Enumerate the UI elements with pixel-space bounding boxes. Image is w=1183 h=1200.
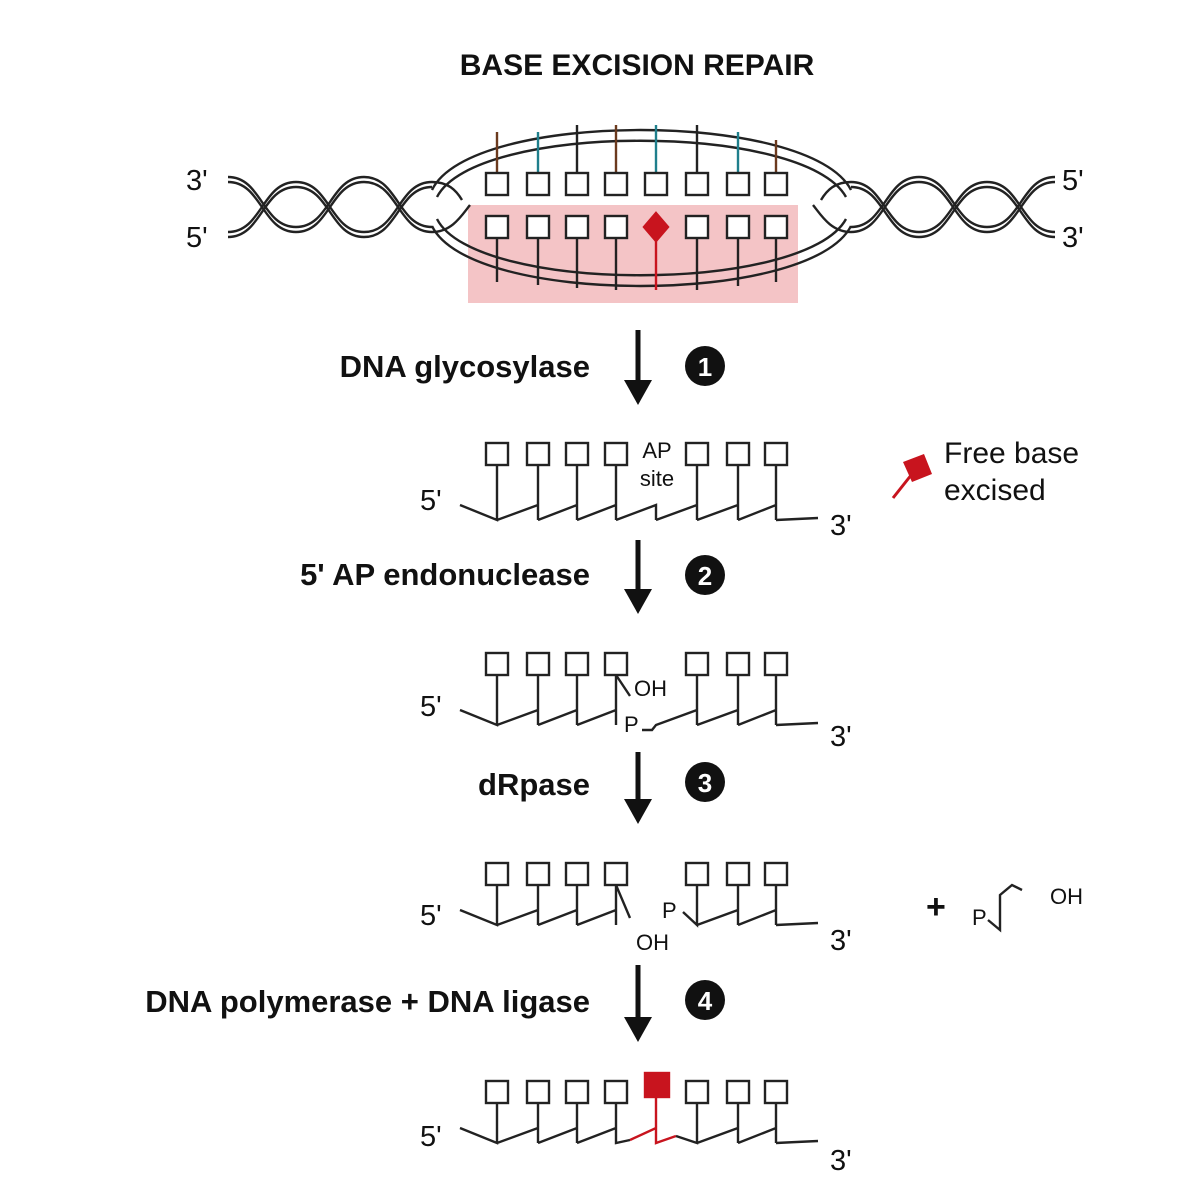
ap-site-label-line2: site xyxy=(640,466,674,491)
strand2-three-prime: 3' xyxy=(830,721,852,753)
step-2-number: 2 xyxy=(698,561,712,591)
strand3-three-prime: 3' xyxy=(830,925,852,957)
repair-bubble xyxy=(430,128,853,288)
step-4-arrow xyxy=(624,965,652,1042)
step-3-arrow xyxy=(624,752,652,824)
strand-repaired xyxy=(459,1071,819,1145)
free-base-label-line2: excised xyxy=(944,474,1046,507)
step-2-arrow xyxy=(624,540,652,614)
strand1-five-prime: 5' xyxy=(420,485,442,517)
step-2: 5' AP endonuclease 2 xyxy=(300,540,725,614)
byproduct-p-label: P xyxy=(972,905,987,930)
strand3-five-prime: 5' xyxy=(420,900,442,932)
step-2-badge xyxy=(685,555,725,595)
free-base-icon xyxy=(891,454,932,499)
step-3-enzyme: dRpase xyxy=(478,767,590,802)
new-correct-base xyxy=(643,1071,671,1099)
ap-site-label-line1: AP xyxy=(642,438,671,463)
byproduct-plus: + xyxy=(926,888,946,926)
step-1-number: 1 xyxy=(698,352,712,382)
strand2-five-prime: 5' xyxy=(420,691,442,723)
strand-gapped xyxy=(459,861,819,928)
step-3-badge xyxy=(685,762,725,802)
duplex-left-bottom-end: 5' xyxy=(186,222,208,254)
byproduct-oh-label: OH xyxy=(1050,884,1083,909)
strand1-three-prime: 3' xyxy=(830,510,852,542)
duplex-right-bottom-end: 3' xyxy=(1062,222,1084,254)
step-2-enzyme: 5' AP endonuclease xyxy=(300,557,590,592)
strand-nicked xyxy=(459,651,819,732)
step-1-arrow xyxy=(624,330,652,405)
step-1-enzyme: DNA glycosylase xyxy=(340,349,590,384)
strand2-p-label: P xyxy=(624,712,639,737)
step-4: DNA polymerase + DNA ligase 4 xyxy=(145,965,725,1042)
duplex-right-top-end: 5' xyxy=(1062,165,1084,197)
strand2-oh-label: OH xyxy=(634,676,667,701)
step-1: DNA glycosylase 1 xyxy=(340,330,725,405)
step-1-badge xyxy=(685,346,725,386)
step-4-badge xyxy=(685,980,725,1020)
step-3-number: 3 xyxy=(698,768,712,798)
strand4-three-prime: 3' xyxy=(830,1145,852,1177)
bottom-strand-bases xyxy=(484,211,789,290)
byproduct-sugar xyxy=(987,883,1023,933)
strand-ap-site xyxy=(459,441,819,522)
left-helix xyxy=(227,175,471,239)
step-4-number: 4 xyxy=(698,986,713,1016)
dna-duplex: 3' 5' 5' 3' xyxy=(186,125,1084,303)
top-strand-bases xyxy=(484,125,789,197)
step-3: dRpase 3 xyxy=(478,752,725,824)
strand4-five-prime: 5' xyxy=(420,1121,442,1153)
strand3-p-label: P xyxy=(662,898,677,923)
diagram-title: BASE EXCISION REPAIR xyxy=(460,49,815,82)
free-base-label-line1: Free base xyxy=(944,437,1079,470)
strand3-oh-label: OH xyxy=(636,930,669,955)
duplex-left-top-end: 3' xyxy=(186,165,208,197)
step-4-enzyme: DNA polymerase + DNA ligase xyxy=(145,984,590,1019)
